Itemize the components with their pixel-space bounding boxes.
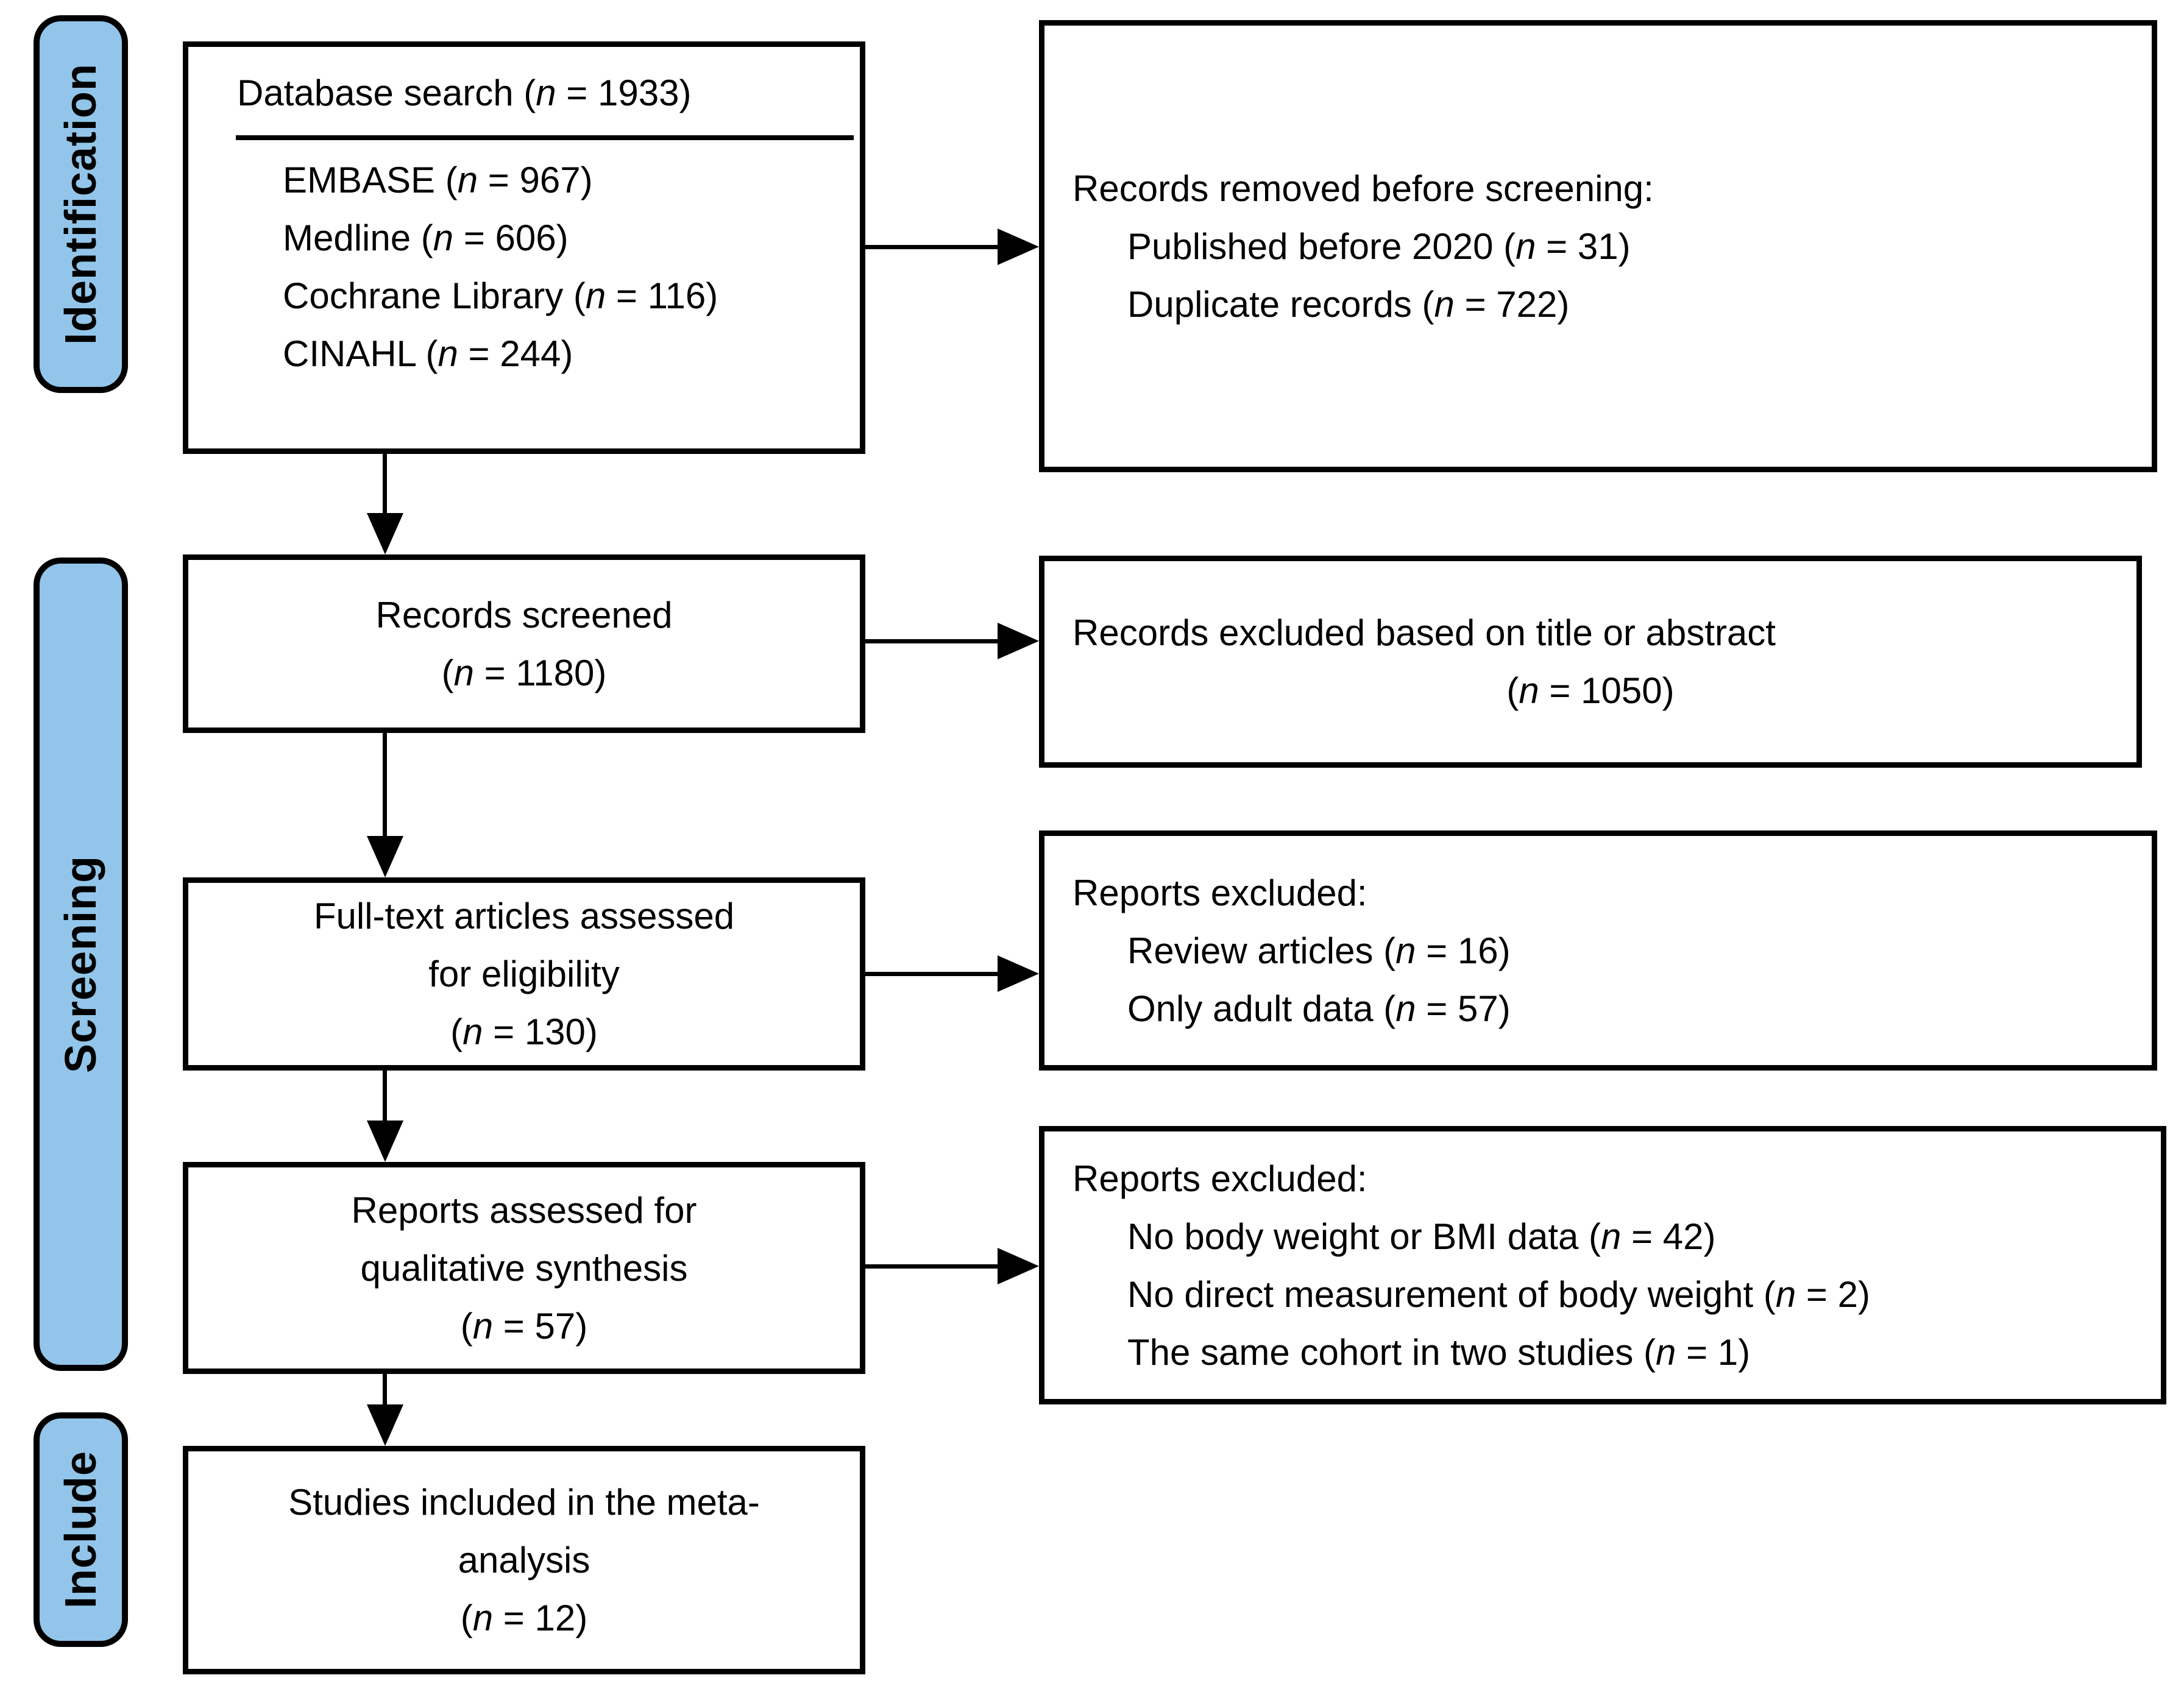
box-reports-assessed: Reports assessed for qualitative synthes… — [183, 1162, 865, 1374]
stage-screening-label: Screening — [56, 855, 105, 1074]
arrow-screened-to-excluded-head — [998, 623, 1039, 659]
studies-included-line3: (n = 12) — [460, 1598, 588, 1638]
box-database-search: Database search (n = 1933) EMBASE (n = 9… — [183, 41, 865, 454]
reports-excluded-synthesis-item: No direct measurement of body weight (n … — [1127, 1273, 1870, 1315]
box-records-screened: Records screened (n = 1180) — [183, 554, 865, 733]
arrow-assessed-to-included-line — [383, 1374, 387, 1409]
arrow-fulltext-to-assessed-line — [383, 1071, 387, 1125]
records-removed-items: Published before 2020 (n = 31) Duplicate… — [1072, 218, 2141, 333]
reports-excluded-synthesis-item: No body weight or BMI data (n = 42) — [1127, 1216, 1716, 1257]
reports-excluded-synthesis-item: The same cohort in two studies (n = 1) — [1127, 1331, 1751, 1373]
box-studies-included: Studies included in the meta- analysis (… — [183, 1446, 865, 1674]
arrow-assessed-to-excluded-line — [865, 1264, 1001, 1269]
arrow-assessed-to-excluded-head — [998, 1248, 1039, 1284]
database-search-item: Cochrane Library (n = 116) — [283, 275, 718, 316]
arrow-db-to-screened-head — [367, 513, 403, 554]
arrow-db-to-removed-head — [998, 228, 1039, 265]
records-removed-heading: Records removed before screening: — [1072, 168, 1654, 209]
reports-excluded-fulltext-heading: Reports excluded: — [1072, 872, 1367, 913]
database-search-heading: Database search (n = 1933) — [237, 73, 692, 113]
database-search-items: EMBASE (n = 967) Medline (n = 606) Cochr… — [188, 151, 860, 383]
records-screened-line2: (n = 1180) — [441, 652, 607, 693]
stage-include: Include — [34, 1412, 128, 1647]
database-search-divider — [236, 135, 854, 140]
arrow-screened-to-fulltext-head — [367, 836, 403, 877]
arrow-assessed-to-included-head — [367, 1404, 403, 1446]
fulltext-line2: for eligibility — [428, 954, 620, 994]
records-excluded-line1: Records excluded based on title or abstr… — [1072, 612, 1776, 653]
database-search-item: CINAHL (n = 244) — [283, 333, 573, 374]
reports-excluded-fulltext-items: Review articles (n = 16) Only adult data… — [1072, 922, 2141, 1038]
arrow-db-to-screened-line — [383, 454, 387, 518]
stage-screening: Screening — [34, 558, 128, 1371]
fulltext-line1: Full-text articles assessed — [313, 896, 735, 936]
arrow-fulltext-to-excluded-head — [998, 955, 1039, 992]
arrow-screened-to-fulltext-line — [383, 733, 387, 841]
records-removed-item: Duplicate records (n = 722) — [1127, 283, 1570, 325]
stage-identification-label: Identification — [56, 63, 105, 345]
box-reports-excluded-synthesis: Reports excluded: No body weight or BMI … — [1039, 1126, 2166, 1404]
box-records-removed: Records removed before screening: Publis… — [1039, 20, 2157, 472]
studies-included-line1: Studies included in the meta- — [288, 1482, 760, 1523]
reports-excluded-synthesis-items: No body weight or BMI data (n = 42) No d… — [1072, 1208, 2150, 1381]
reports-excluded-fulltext-item: Only adult data (n = 57) — [1127, 988, 1511, 1029]
database-search-item: EMBASE (n = 967) — [283, 160, 593, 200]
reports-excluded-fulltext-item: Review articles (n = 16) — [1127, 930, 1511, 971]
records-excluded-line2: (n = 1050) — [1506, 670, 1675, 711]
arrow-fulltext-to-excluded-line — [865, 972, 1001, 976]
arrow-fulltext-to-assessed-head — [367, 1121, 403, 1162]
box-fulltext-assessed: Full-text articles assessed for eligibil… — [183, 877, 865, 1071]
reports-excluded-synthesis-heading: Reports excluded: — [1072, 1158, 1367, 1199]
fulltext-line3: (n = 130) — [450, 1011, 598, 1052]
box-records-excluded: Records excluded based on title or abstr… — [1039, 556, 2142, 768]
records-screened-line1: Records screened — [375, 594, 673, 636]
stage-include-label: Include — [56, 1450, 105, 1609]
reports-assessed-line2: qualitative synthesis — [360, 1247, 688, 1289]
reports-assessed-line1: Reports assessed for — [351, 1189, 697, 1231]
arrow-db-to-removed-line — [865, 245, 1001, 249]
studies-included-line2: analysis — [458, 1540, 590, 1581]
records-removed-item: Published before 2020 (n = 31) — [1127, 225, 1631, 267]
arrow-screened-to-excluded-line — [865, 639, 1001, 643]
reports-assessed-line3: (n = 57) — [460, 1305, 588, 1347]
database-search-item: Medline (n = 606) — [283, 218, 569, 258]
stage-identification: Identification — [34, 15, 128, 393]
box-reports-excluded-fulltext: Reports excluded: Review articles (n = 1… — [1039, 830, 2157, 1071]
